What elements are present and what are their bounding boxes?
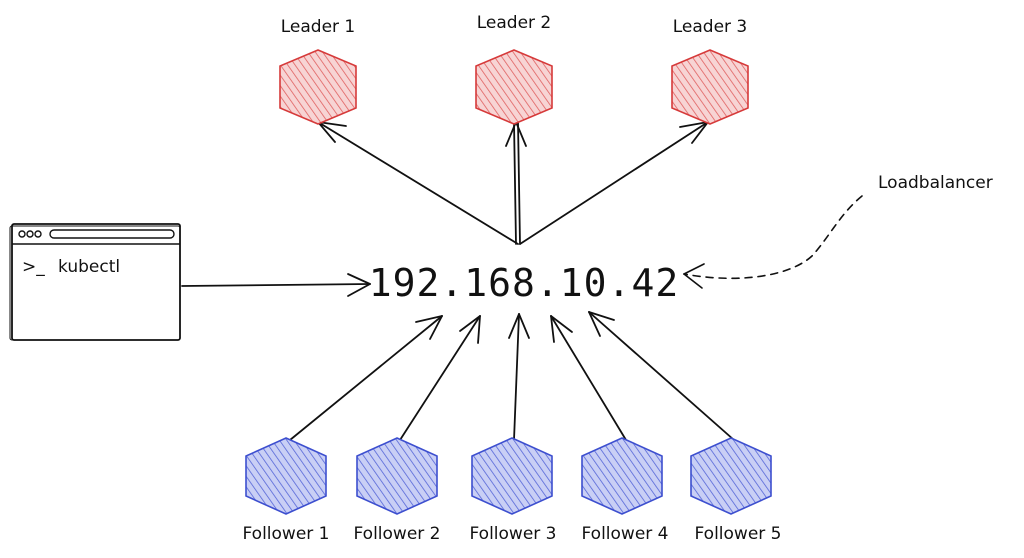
arrow-to-leader-1 — [317, 121, 519, 245]
terminal-address-bar — [49, 229, 175, 239]
follower-2-label: Follower 2 — [354, 524, 441, 544]
arrow-from-follower-2 — [399, 315, 481, 441]
arrow-to-leader-2 — [505, 121, 527, 245]
follower-1-label: Follower 1 — [243, 524, 330, 544]
follower-node-3: Follower 3 — [470, 437, 557, 544]
terminal-command: kubectl — [58, 257, 120, 277]
leader-node-1: Leader 1 — [279, 17, 357, 125]
follower-5-label: Follower 5 — [695, 524, 782, 544]
leader-arrows — [317, 121, 709, 245]
follower-4-label: Follower 4 — [582, 524, 669, 544]
loadbalancer-dashed-arrow — [683, 195, 863, 280]
loadbalancer-ip: 192.168.10.42 — [369, 261, 679, 305]
leader-nodes: Leader 1 Leader 2 Leader 3 — [279, 13, 749, 125]
arrow-from-follower-1 — [289, 315, 443, 441]
loadbalancer-label: Loadbalancer — [878, 173, 993, 193]
leader-node-2: Leader 2 — [475, 13, 553, 125]
arrow-terminal-to-ip — [181, 273, 371, 297]
terminal-window-controls-icon — [18, 230, 42, 238]
follower-node-2: Follower 2 — [354, 437, 441, 544]
arrow-from-follower-5 — [588, 311, 735, 441]
follower-node-4: Follower 4 — [581, 437, 669, 544]
terminal-prompt-icon: >_ — [22, 257, 45, 277]
arrow-from-follower-4 — [550, 315, 627, 441]
follower-arrows — [289, 311, 735, 441]
follower-node-5: Follower 5 — [690, 437, 782, 544]
follower-nodes: Follower 1 Follower 2 Follower 3 Followe… — [243, 437, 782, 544]
arrow-from-follower-3 — [508, 313, 530, 441]
terminal-window: >_ kubectl — [9, 223, 181, 341]
leader-node-3: Leader 3 — [671, 17, 749, 125]
leader-2-label: Leader 2 — [477, 13, 552, 33]
follower-3-label: Follower 3 — [470, 524, 557, 544]
loadbalancer-annotation: Loadbalancer — [683, 173, 993, 289]
leader-3-label: Leader 3 — [673, 17, 748, 37]
follower-node-1: Follower 1 — [243, 437, 330, 544]
arrow-to-leader-3 — [519, 121, 709, 245]
leader-1-label: Leader 1 — [281, 17, 356, 37]
